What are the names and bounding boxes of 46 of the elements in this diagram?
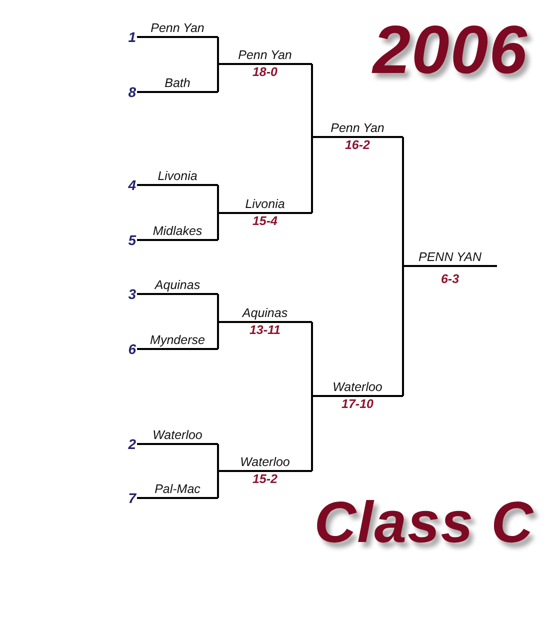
game-score: 6-3 — [440, 272, 460, 286]
seed-number: 2 — [128, 436, 136, 452]
bracket-connector — [402, 266, 404, 396]
bracket-connector — [217, 185, 219, 213]
team-name: Bath — [164, 75, 192, 91]
team-name: Waterloo — [332, 379, 384, 395]
team-name: Midlakes — [152, 223, 204, 239]
bracket-connector — [217, 471, 219, 498]
bracket-connector — [311, 137, 313, 213]
seed-number: 4 — [128, 177, 136, 193]
game-score: 15-2 — [251, 472, 279, 486]
seed-number: 8 — [128, 84, 136, 100]
team-name: PENN YAN — [418, 249, 482, 265]
bracket-connector — [217, 444, 219, 471]
seed-number: 7 — [128, 490, 136, 506]
seed-number: 5 — [128, 232, 136, 248]
bracket-connector — [217, 322, 219, 349]
bracket-connector — [217, 213, 219, 240]
game-score: 13-11 — [248, 323, 282, 337]
bracket-connector — [402, 137, 404, 266]
team-name: Aquinas — [153, 277, 202, 293]
bracket-connector — [311, 64, 313, 137]
seed-number: 3 — [128, 286, 136, 302]
seed-number: 1 — [128, 29, 136, 45]
team-name: Pal-Mac — [154, 481, 202, 497]
seed-number: 6 — [128, 341, 136, 357]
game-score: 17-10 — [340, 397, 374, 411]
team-name: Aquinas — [240, 305, 289, 321]
bracket-connector — [311, 396, 313, 471]
title: 2006 — [372, 16, 528, 84]
team-name: Mynderse — [149, 332, 206, 348]
team-name: Livonia — [156, 168, 198, 184]
caption: Class C — [314, 494, 534, 552]
team-name: Livonia — [244, 196, 286, 212]
team-name: Waterloo — [239, 454, 291, 470]
team-name: Penn Yan — [330, 120, 386, 136]
game-score: 16-2 — [344, 138, 372, 152]
game-score: 18-0 — [251, 65, 279, 79]
team-name: Penn Yan — [237, 47, 293, 63]
bracket-connector — [217, 64, 219, 92]
team-name: Waterloo — [152, 427, 204, 443]
bracket-connector — [217, 37, 219, 64]
team-name: Penn Yan — [150, 20, 206, 36]
bracket-connector — [311, 322, 313, 396]
bracket-connector — [217, 294, 219, 322]
game-score: 15-4 — [251, 214, 279, 228]
